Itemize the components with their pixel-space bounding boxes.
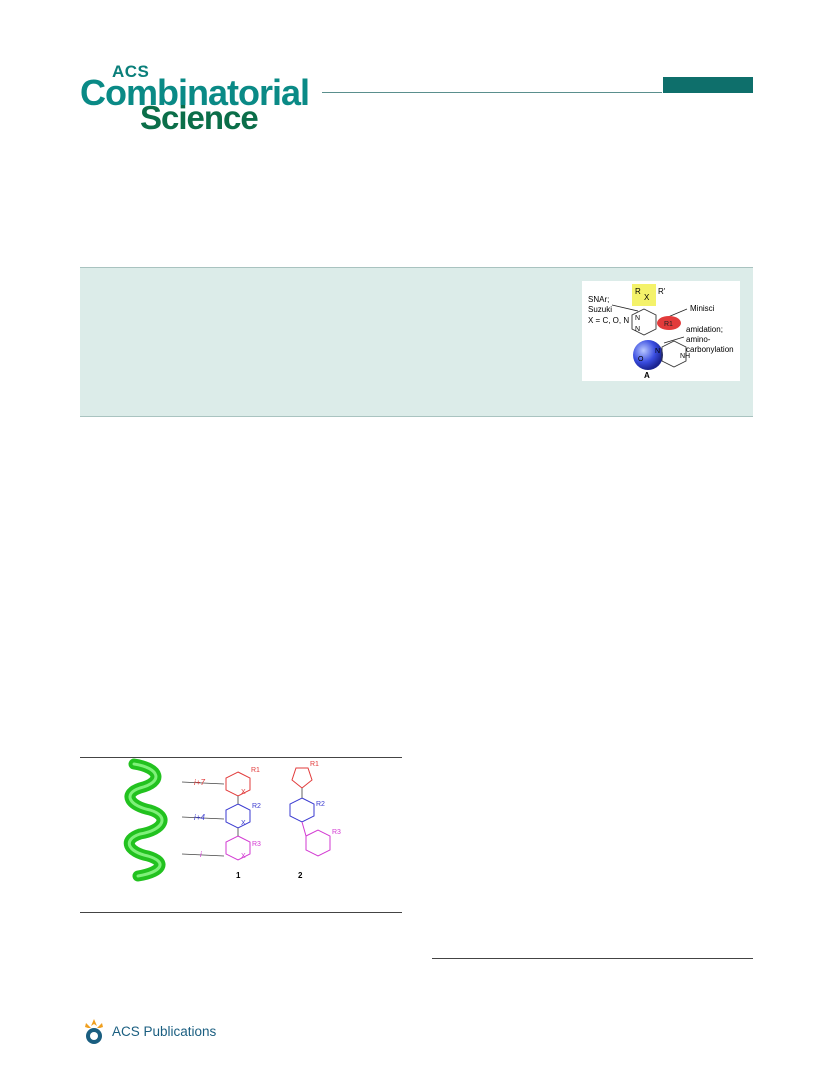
toc-r1: R1 <box>664 321 673 328</box>
toc-snar: SNAr; <box>588 295 609 304</box>
c2-oxazole <box>291 767 313 789</box>
toc-nh: NH <box>680 353 690 360</box>
compound-2-label: 2 <box>298 871 303 880</box>
label-i4: i+4 <box>194 813 205 822</box>
column-rule <box>432 958 753 959</box>
toc-highlight <box>632 284 656 306</box>
toc-r-left: R <box>635 287 641 296</box>
masthead-science: Science <box>140 99 259 136</box>
arrow-i4 <box>181 816 225 820</box>
toc-ring-n2: N <box>635 326 640 333</box>
c1-ring-top <box>225 771 251 797</box>
c1-x-top: X <box>241 789 246 796</box>
c1-r3: R3 <box>252 841 261 848</box>
figure1-graphic: i+7 i+4 i R1 X R2 X R3 X 1 R1 R2 R3 2 <box>120 758 380 884</box>
publisher-name: ACS Publications <box>112 1024 217 1039</box>
arrow-i <box>181 853 225 857</box>
label-i7: i+7 <box>194 778 205 787</box>
c2-r2: R2 <box>316 801 325 808</box>
alpha-helix <box>123 758 168 882</box>
c1-r1: R1 <box>251 767 260 774</box>
c1-x-mid: X <box>241 820 246 827</box>
toc-x-eq: X = C, O, N <box>588 316 629 325</box>
toc-ring-n1: N <box>635 315 640 322</box>
toc-arrow-amide <box>663 336 685 344</box>
c1-ring-bot <box>225 835 251 861</box>
toc-arrow-minisci <box>667 308 688 318</box>
figure1-bottom-rule <box>80 912 402 913</box>
toc-suzuki: Suzuki <box>588 305 612 314</box>
header-rule <box>322 92 662 93</box>
toc-amidation: amidation; <box>686 325 723 334</box>
toc-r-right: R' <box>658 287 666 296</box>
toc-arrow-snar <box>611 304 639 312</box>
c1-ring-mid <box>225 803 251 829</box>
masthead-acs: ACS <box>112 62 150 81</box>
c2-piperazine <box>305 829 331 857</box>
c2-r3: R3 <box>332 829 341 836</box>
toc-label-a: A <box>644 371 650 380</box>
c1-r2: R2 <box>252 803 261 810</box>
toc-amino: amino- <box>686 335 711 344</box>
acs-publications-logo-icon <box>80 1018 108 1046</box>
toc-carbonylation: carbonylation <box>686 345 734 354</box>
toc-x: X <box>644 293 650 302</box>
arrow-i7 <box>181 781 225 785</box>
toc-graphic: R X R' SNAr; Suzuki X = C, O, N Minisci … <box>582 281 740 381</box>
header-tab <box>663 77 753 93</box>
toc-n: N <box>655 348 660 355</box>
toc-minisci: Minisci <box>690 304 715 313</box>
c2-r1: R1 <box>310 761 319 768</box>
label-i: i <box>200 850 202 859</box>
c2-pyridazine <box>289 797 315 823</box>
toc-sphere <box>633 340 663 370</box>
toc-o: O <box>638 356 644 363</box>
toc-ring <box>631 308 657 336</box>
masthead-combinatorial: Combinatorial <box>80 72 310 113</box>
c2-bond-2 <box>301 821 307 837</box>
figure1-top-rule <box>80 757 402 758</box>
toc-r1-ellipse <box>657 316 681 330</box>
toc-piperazine <box>661 340 687 368</box>
compound-1-label: 1 <box>236 871 241 880</box>
c1-x-bot: X <box>241 853 246 860</box>
